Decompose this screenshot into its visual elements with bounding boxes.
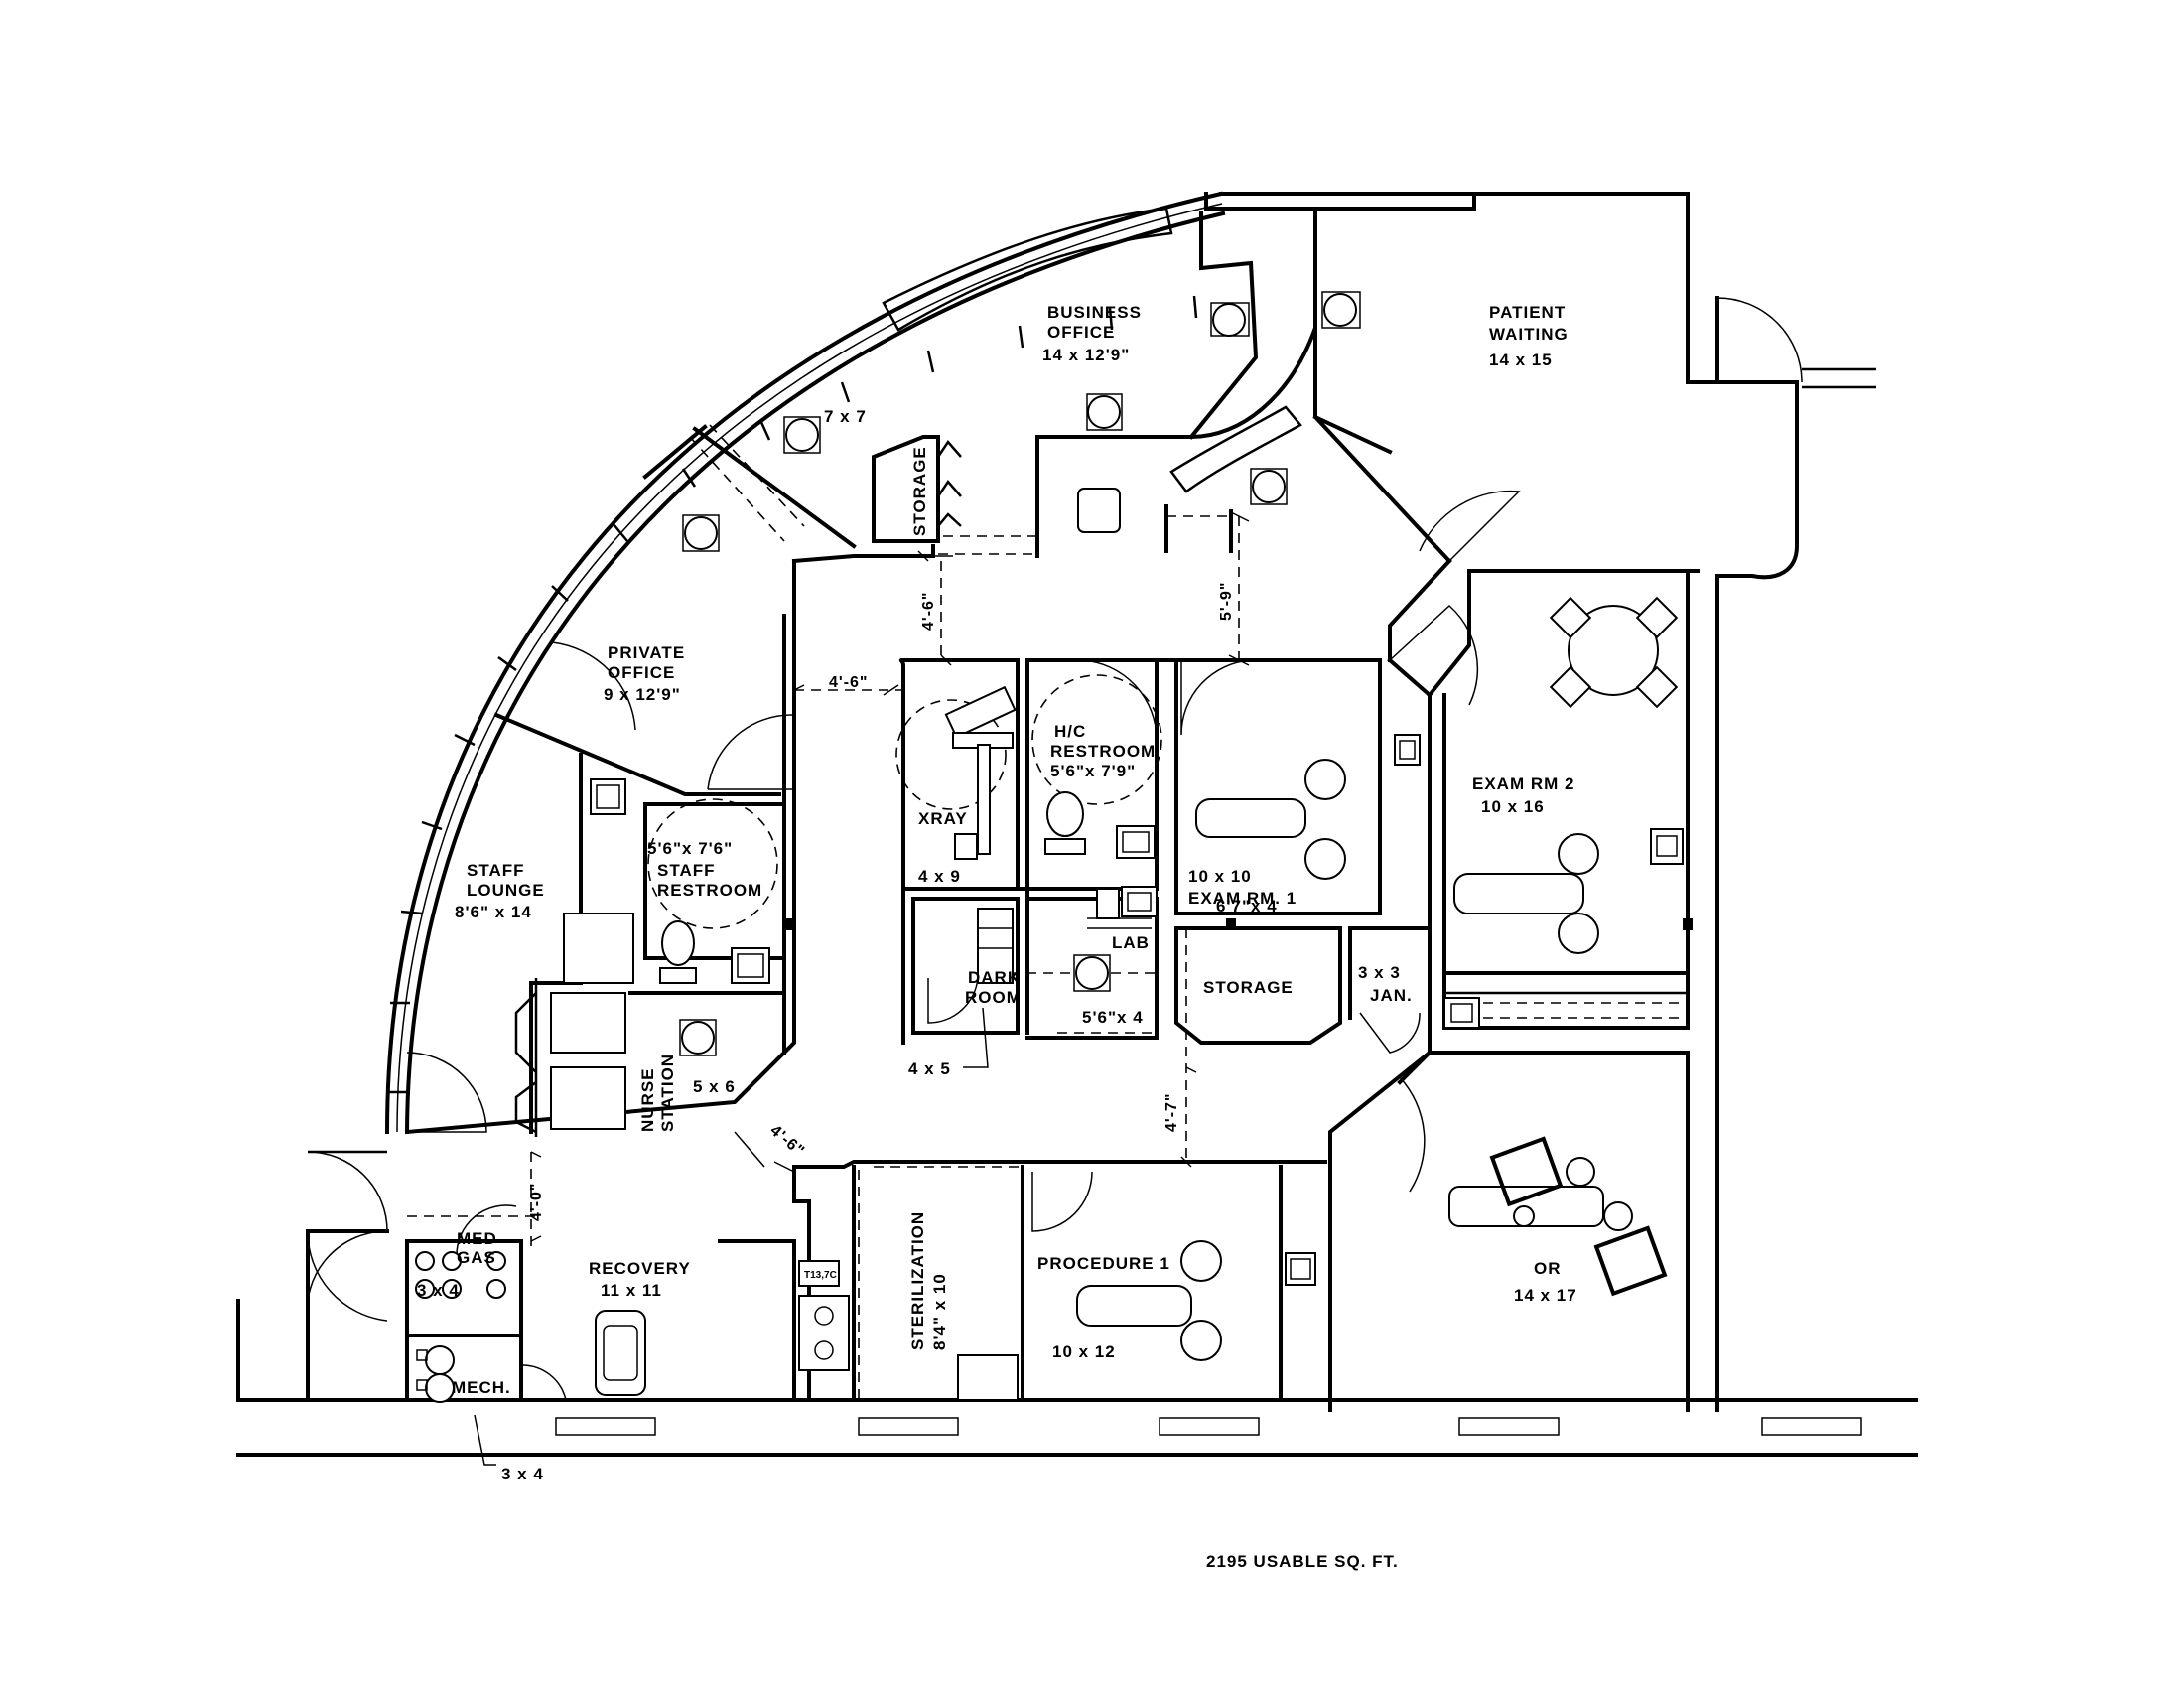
corridor-dim-6: 4'-0" <box>528 1182 545 1221</box>
small-office-size: 7 x 7 <box>824 407 867 426</box>
patient-waiting-size: 14 x 15 <box>1489 351 1553 369</box>
sink <box>732 948 769 983</box>
private-office-label-2: OFFICE <box>608 663 675 682</box>
lab-size: 5'6"x 4 <box>1082 1008 1144 1027</box>
office-chair <box>1322 292 1360 328</box>
corridor-dim-1: 4'-6" <box>920 591 937 631</box>
sink <box>591 779 625 814</box>
exam-rm-1-label: EXAM RM. 1 <box>1188 889 1297 908</box>
equipment-tag: T13,7C <box>804 1270 837 1281</box>
xray-size: 4 x 9 <box>918 867 961 886</box>
office-chair <box>680 1020 716 1055</box>
med-gas-tanks <box>416 1252 505 1298</box>
or-table <box>1449 1139 1665 1294</box>
sterilization-counter <box>799 1261 1018 1400</box>
staff-lounge-label-2: LOUNGE <box>467 881 545 900</box>
recovery-label: RECOVERY <box>589 1259 691 1278</box>
sterilization-size: 8'4" x 10 <box>930 1273 949 1350</box>
med-gas-label-1: MED <box>457 1229 497 1248</box>
storage-mid-label: STORAGE <box>1203 978 1294 997</box>
exam-rm-1-size: 10 x 10 <box>1188 867 1252 886</box>
mech-units <box>417 1346 454 1402</box>
procedure-1-label: PROCEDURE 1 <box>1037 1254 1170 1273</box>
sink <box>1122 887 1157 916</box>
corridor-dim-3: 4'-6" <box>829 674 869 691</box>
storage-top-label: STORAGE <box>910 446 929 536</box>
hc-restroom-size: 5'6"x 7'9" <box>1050 762 1136 780</box>
hc-restroom-label-1: H/C <box>1054 722 1086 741</box>
toilet <box>1045 791 1085 854</box>
business-office-label-2: OFFICE <box>1047 323 1115 342</box>
storage-mid-size: 6'7"x 4 <box>1216 897 1278 915</box>
recovery-chair <box>596 1311 645 1395</box>
door-swings <box>407 492 1519 1400</box>
staff-lounge-label-1: STAFF <box>467 861 525 880</box>
fixtures <box>416 209 1693 1465</box>
staff-lounge-size: 8'6" x 14 <box>455 903 532 921</box>
corridor-dim-2: 5'-9" <box>1218 581 1235 621</box>
sink <box>1444 998 1479 1028</box>
dark-room-label-1: DARK <box>968 968 1021 987</box>
clearance-lines <box>407 425 1688 1400</box>
exam-rm-2-size: 10 x 16 <box>1481 797 1545 816</box>
hc-restroom-label-2: RESTROOM <box>1050 742 1156 761</box>
patient-waiting-label-2: WAITING <box>1489 325 1569 344</box>
med-gas-size: 3 x 4 <box>417 1281 460 1300</box>
exam-chair <box>1454 834 1598 953</box>
janitor-label: JAN. <box>1370 986 1413 1005</box>
exterior-walls <box>238 194 1916 1455</box>
nurse-station-label-1: NURSE <box>638 1067 657 1132</box>
corridor-dim-5: 4'-6" <box>766 1122 807 1160</box>
exam-rm-2-label: EXAM RM 2 <box>1472 774 1574 793</box>
office-chair <box>1087 394 1122 430</box>
sink <box>1286 1253 1315 1285</box>
private-office-label-1: PRIVATE <box>608 643 685 662</box>
room-labels: BUSINESS OFFICE 14 x 12'9" PATIENT WAITI… <box>417 303 1577 1483</box>
sterilization-label: STERILIZATION <box>908 1211 927 1350</box>
exam-chair <box>1196 760 1345 879</box>
staff-restroom-label-2: RESTROOM <box>657 881 762 900</box>
toilet <box>660 920 696 983</box>
recovery-size: 11 x 11 <box>601 1281 662 1300</box>
dimension-labels: 4'-6" 5'-9" 4'-6" 4'-7" 4'-6" 4'-0" <box>528 581 1235 1221</box>
staff-restroom-label-1: STAFF <box>657 861 716 880</box>
nurse-station-label-2: STATION <box>658 1054 677 1132</box>
private-office-size: 9 x 12'9" <box>604 685 681 704</box>
sink <box>1117 826 1155 858</box>
lab-equipment <box>1087 889 1152 928</box>
or-label: OR <box>1534 1259 1562 1278</box>
business-office-size: 14 x 12'9" <box>1042 346 1130 364</box>
corridor-dim-4: 4'-7" <box>1163 1092 1180 1132</box>
sink <box>1395 735 1420 765</box>
lab-label: LAB <box>1112 933 1150 952</box>
exam-chair <box>1077 1241 1221 1360</box>
office-chair <box>683 515 719 551</box>
mech-label: MECH. <box>452 1378 511 1397</box>
waiting-table <box>1551 598 1677 707</box>
office-chair <box>1251 469 1287 504</box>
janitor-size: 3 x 3 <box>1358 963 1401 982</box>
mech-size: 3 x 4 <box>501 1465 544 1483</box>
dark-room-label-2: ROOM <box>965 988 1022 1007</box>
patient-waiting-label-1: PATIENT <box>1489 303 1566 322</box>
sink <box>1651 829 1683 864</box>
med-gas-label-2: GAS <box>457 1248 496 1267</box>
office-chair <box>784 417 820 453</box>
office-chair <box>1078 489 1120 532</box>
procedure-1-size: 10 x 12 <box>1052 1342 1116 1361</box>
business-office-label-1: BUSINESS <box>1047 303 1142 322</box>
nurse-station-size: 5 x 6 <box>693 1077 736 1096</box>
lounge-counter <box>516 914 633 1137</box>
dark-room-size: 4 x 5 <box>908 1059 951 1078</box>
xray-label: XRAY <box>918 809 968 828</box>
office-chair <box>1074 955 1110 991</box>
total-area-label: 2195 USABLE SQ. FT. <box>1206 1552 1399 1571</box>
xray-unit <box>946 687 1015 859</box>
darkroom-processor <box>978 909 1013 983</box>
or-size: 14 x 17 <box>1514 1286 1577 1305</box>
office-chair <box>1211 303 1249 336</box>
staff-restroom-size: 5'6"x 7'6" <box>647 839 733 858</box>
